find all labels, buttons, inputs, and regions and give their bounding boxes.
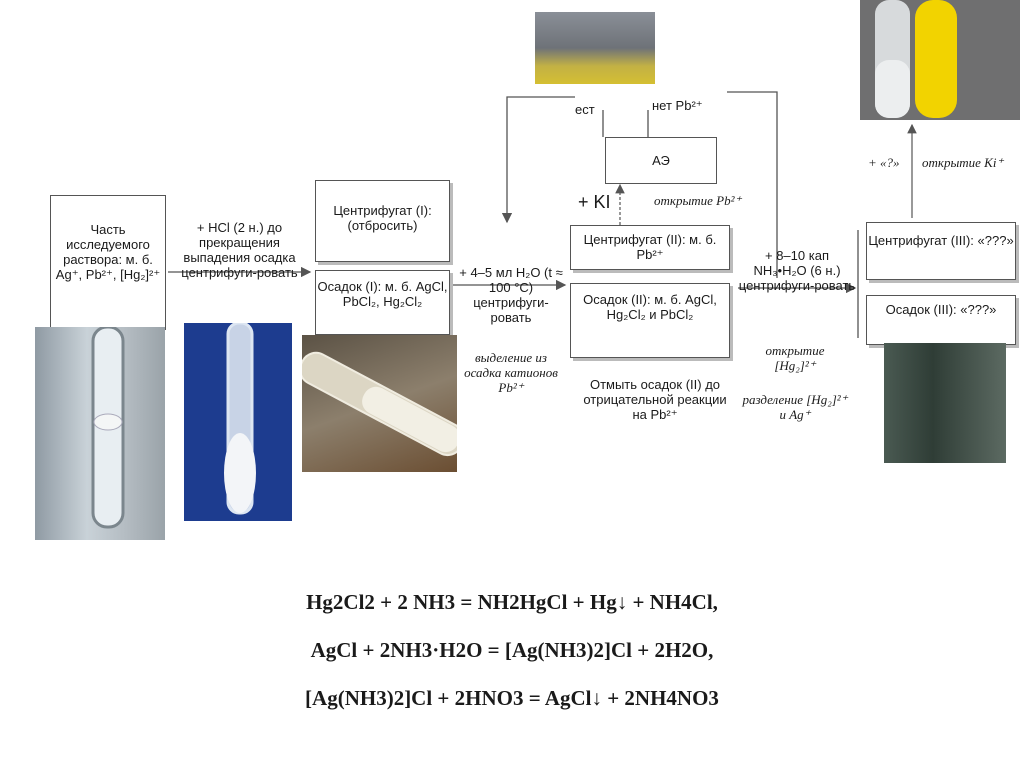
precipitate-3-box: Осадок (III): «???» <box>866 295 1016 345</box>
top-q-label: + «?» <box>868 155 900 170</box>
precipitate-2-box: Осадок (II): м. б. AgCl, Hg₂Cl₂ и PbCl₂ <box>570 283 730 358</box>
equation-1: Hg2Cl2 + 2 NH3 = NH2HgCl + Hg↓ + NH4Cl, <box>306 590 718 614</box>
wash-note: Отмыть осадок (II) до отрицательной реак… <box>583 377 727 422</box>
ki-note: открытие Pb²⁺ <box>654 193 742 208</box>
step2-label: + 4–5 мл H₂O (t ≈ 100 °C) центрифуги-ров… <box>459 265 563 325</box>
start-box: Часть исследуемого раствора: м. б. Ag⁺, … <box>50 195 166 330</box>
branch-left-label: ест <box>575 102 595 117</box>
centrifugate-3-box: Центрифугат (III): «???» <box>866 222 1016 280</box>
test-tube-white-precipitate-photo <box>184 323 292 521</box>
step3-note-2: разделение [Hg₂]²⁺ и Ag⁺ <box>742 392 848 422</box>
centrifugate-1-box: Центрифугат (I): (отбросить) <box>315 180 450 262</box>
dark-precipitate-photo <box>884 343 1006 463</box>
ae-box: АЭ <box>605 137 717 184</box>
step2-note: выделение из осадка катионов Pb²⁺ <box>464 350 558 395</box>
tilted-tube-photo <box>302 335 457 472</box>
two-tubes-photo <box>860 0 1020 120</box>
branch-right-label: нет Pb²⁺ <box>652 98 703 113</box>
equation-3: [Ag(NH3)2]Cl + 2HNO3 = AgCl↓ + 2NH4NO3 <box>305 686 719 710</box>
centrifugate-2-box: Центрифугат (II): м. б. Pb²⁺ <box>570 225 730 270</box>
step3-note-1: открытие [Hg₂]²⁺ <box>765 343 825 373</box>
step3-label: + 8–10 кап NH₃•H₂O (6 н.) центрифуги-ров… <box>738 248 856 293</box>
equation-2: AgCl + 2NH3·H2O = [Ag(NH3)2]Cl + 2H2O, <box>310 638 714 662</box>
top-q-note: открытие Ki⁺ <box>922 155 1004 170</box>
test-tube-clear-photo <box>35 327 165 540</box>
step1-label: + HCl (2 н.) до прекращения выпадения ос… <box>181 220 298 280</box>
ki-label: + KI <box>578 192 611 212</box>
yellow-crystals-photo <box>535 12 655 84</box>
precipitate-1-box: Осадок (I): м. б. AgCl, PbCl₂, Hg₂Cl₂ <box>315 270 450 335</box>
